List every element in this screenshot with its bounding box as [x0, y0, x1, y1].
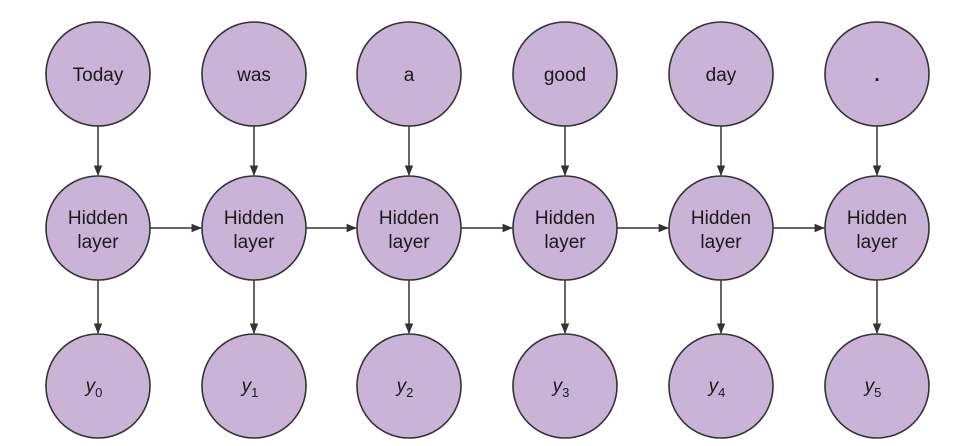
output-variable: y [551, 376, 564, 397]
output-variable: y [84, 376, 97, 397]
output-subscript: 2 [406, 385, 413, 400]
output-node [668, 333, 774, 439]
hidden-layer-label-line1: Hidden [224, 208, 284, 229]
hidden-layer-label-line1: Hidden [691, 208, 751, 229]
input-token-node [824, 21, 930, 127]
hidden-layer-node [356, 175, 462, 281]
hidden-layer-label-line2: layer [544, 232, 586, 253]
output-node [356, 333, 462, 439]
hidden-layer-node [512, 175, 618, 281]
input-token-node [45, 21, 151, 127]
output-subscript: 1 [251, 385, 258, 400]
hidden-layer-label-line1: Hidden [379, 208, 439, 229]
input-token-node [668, 21, 774, 127]
input-token-node [201, 21, 307, 127]
output-label: y4 [707, 376, 726, 400]
output-label: y1 [240, 376, 259, 400]
output-variable: y [395, 376, 408, 397]
output-variable: y [863, 376, 876, 397]
output-subscript: 4 [718, 385, 725, 400]
output-label: y2 [395, 376, 414, 400]
hidden-layer-node [824, 175, 930, 281]
hidden-layer-node [201, 175, 307, 281]
input-token-node [356, 21, 462, 127]
hidden-layer-node [45, 175, 151, 281]
hidden-layer-label-line2: layer [77, 232, 119, 253]
hidden-layer-node [668, 175, 774, 281]
hidden-layer-label-line2: layer [700, 232, 742, 253]
output-subscript: 0 [95, 385, 102, 400]
hidden-layer-label-line2: layer [388, 232, 430, 253]
output-node [201, 333, 307, 439]
hidden-layer-label-line2: layer [856, 232, 898, 253]
output-label: y0 [84, 376, 103, 400]
output-label: y3 [551, 376, 570, 400]
hidden-layer-label-line1: Hidden [847, 208, 907, 229]
output-subscript: 5 [874, 385, 881, 400]
output-label: y5 [863, 376, 882, 400]
input-token-label: day [706, 65, 737, 86]
output-node [512, 333, 618, 439]
input-token-label: a [404, 65, 415, 86]
hidden-layer-label-line2: layer [233, 232, 275, 253]
output-node [45, 333, 151, 439]
input-token-label: . [874, 65, 879, 86]
input-token-label: Today [73, 65, 124, 86]
hidden-layer-label-line1: Hidden [535, 208, 595, 229]
output-node [824, 333, 930, 439]
output-subscript: 3 [562, 385, 569, 400]
output-variable: y [707, 376, 720, 397]
output-variable: y [240, 376, 253, 397]
input-token-label: was [236, 65, 271, 86]
input-token-label: good [544, 65, 586, 86]
hidden-layer-label-line1: Hidden [68, 208, 128, 229]
input-token-node [512, 21, 618, 127]
